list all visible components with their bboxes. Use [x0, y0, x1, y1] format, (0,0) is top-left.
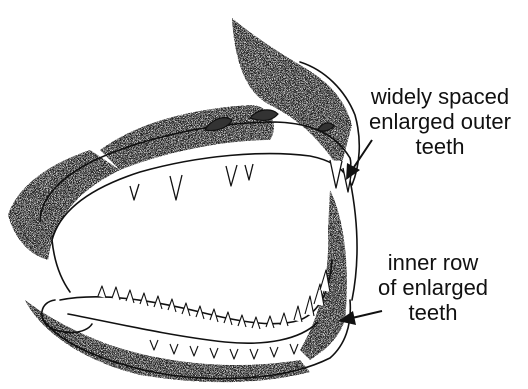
outer-teeth-label-line-1: widely spaced [352, 84, 528, 109]
head-shading [8, 18, 352, 382]
outer-teeth-label: widely spaced enlarged outer teeth [352, 84, 528, 159]
inner-teeth-label-line-3: teeth [358, 300, 508, 325]
outer-teeth-label-line-2: enlarged outer [352, 109, 528, 134]
inner-teeth-label: inner row of enlarged teeth [358, 250, 508, 325]
inner-teeth-label-line-2: of enlarged [358, 275, 508, 300]
lower-teeth [98, 270, 330, 359]
inner-teeth-label-line-1: inner row [358, 250, 508, 275]
outer-teeth-label-line-3: teeth [352, 134, 528, 159]
